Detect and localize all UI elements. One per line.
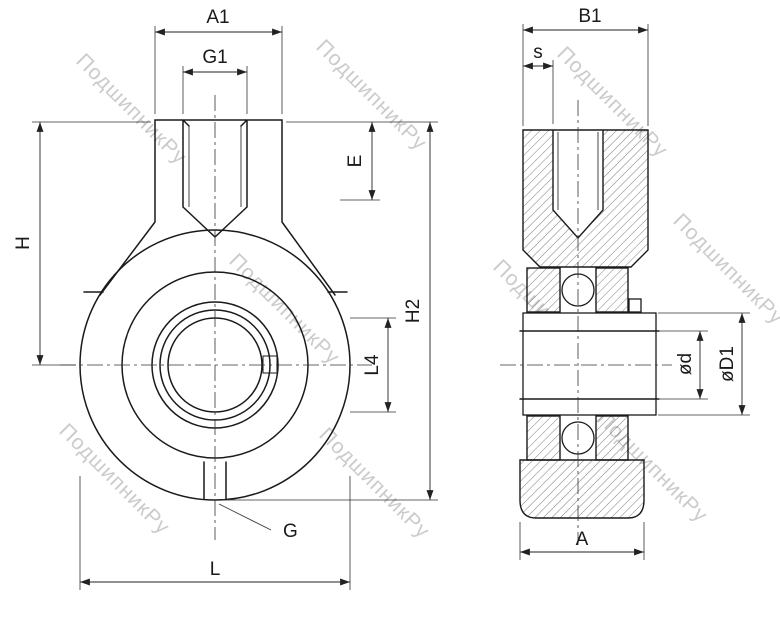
dim-label-h: H (13, 236, 34, 250)
outer-ring-bottom-right (595, 415, 629, 461)
dim-label-l: L (210, 559, 221, 580)
inner-ring-section (522, 312, 657, 416)
outer-ring-top-left (526, 267, 561, 313)
front-extension-lines (32, 26, 438, 590)
watermarks: ПодшипникРу ПодшипникРу ПодшипникРу Подш… (54, 35, 780, 543)
dim-label-a: A (576, 529, 589, 550)
dim-label-d1: øD1 (717, 346, 738, 382)
dim-label-h2: H2 (403, 299, 424, 323)
dim-label-l4: L4 (362, 354, 383, 376)
housing-bottom-section (519, 459, 645, 519)
side-extension-lines (519, 24, 750, 560)
setscrew-front (262, 355, 278, 374)
watermark-text: ПодшипникРу (314, 423, 434, 543)
setscrew-side (628, 298, 642, 313)
thread-minor-lines (188, 126, 242, 207)
front-view: A1 G1 E H H2 L4 L G (13, 7, 438, 590)
dim-label-b1: B1 (578, 6, 601, 27)
watermark-text: ПодшипникРу (71, 49, 191, 169)
outer-ring-top-right (595, 267, 629, 313)
dim-label-g1: G1 (202, 47, 227, 68)
watermark-text: ПодшипникРу (311, 35, 431, 155)
arm-block-section (522, 129, 649, 268)
shaft-bore-lines (519, 330, 660, 400)
front-outline (83, 119, 348, 500)
front-centerlines (60, 95, 372, 540)
dim-label-d: ød (675, 353, 696, 375)
dim-label-g: G (283, 521, 298, 542)
dim-label-a1: A1 (206, 7, 229, 28)
dim-label-s: s (533, 42, 543, 63)
arm-thread-lines (557, 132, 599, 210)
side-centerlines (500, 100, 672, 545)
side-view: B1 s ød øD1 A (500, 6, 750, 560)
watermark-text: ПодшипникРу (224, 249, 344, 369)
outer-ring-bottom-left (526, 415, 561, 461)
watermark-text: ПодшипникРу (668, 209, 780, 329)
dim-label-e: E (345, 155, 366, 168)
